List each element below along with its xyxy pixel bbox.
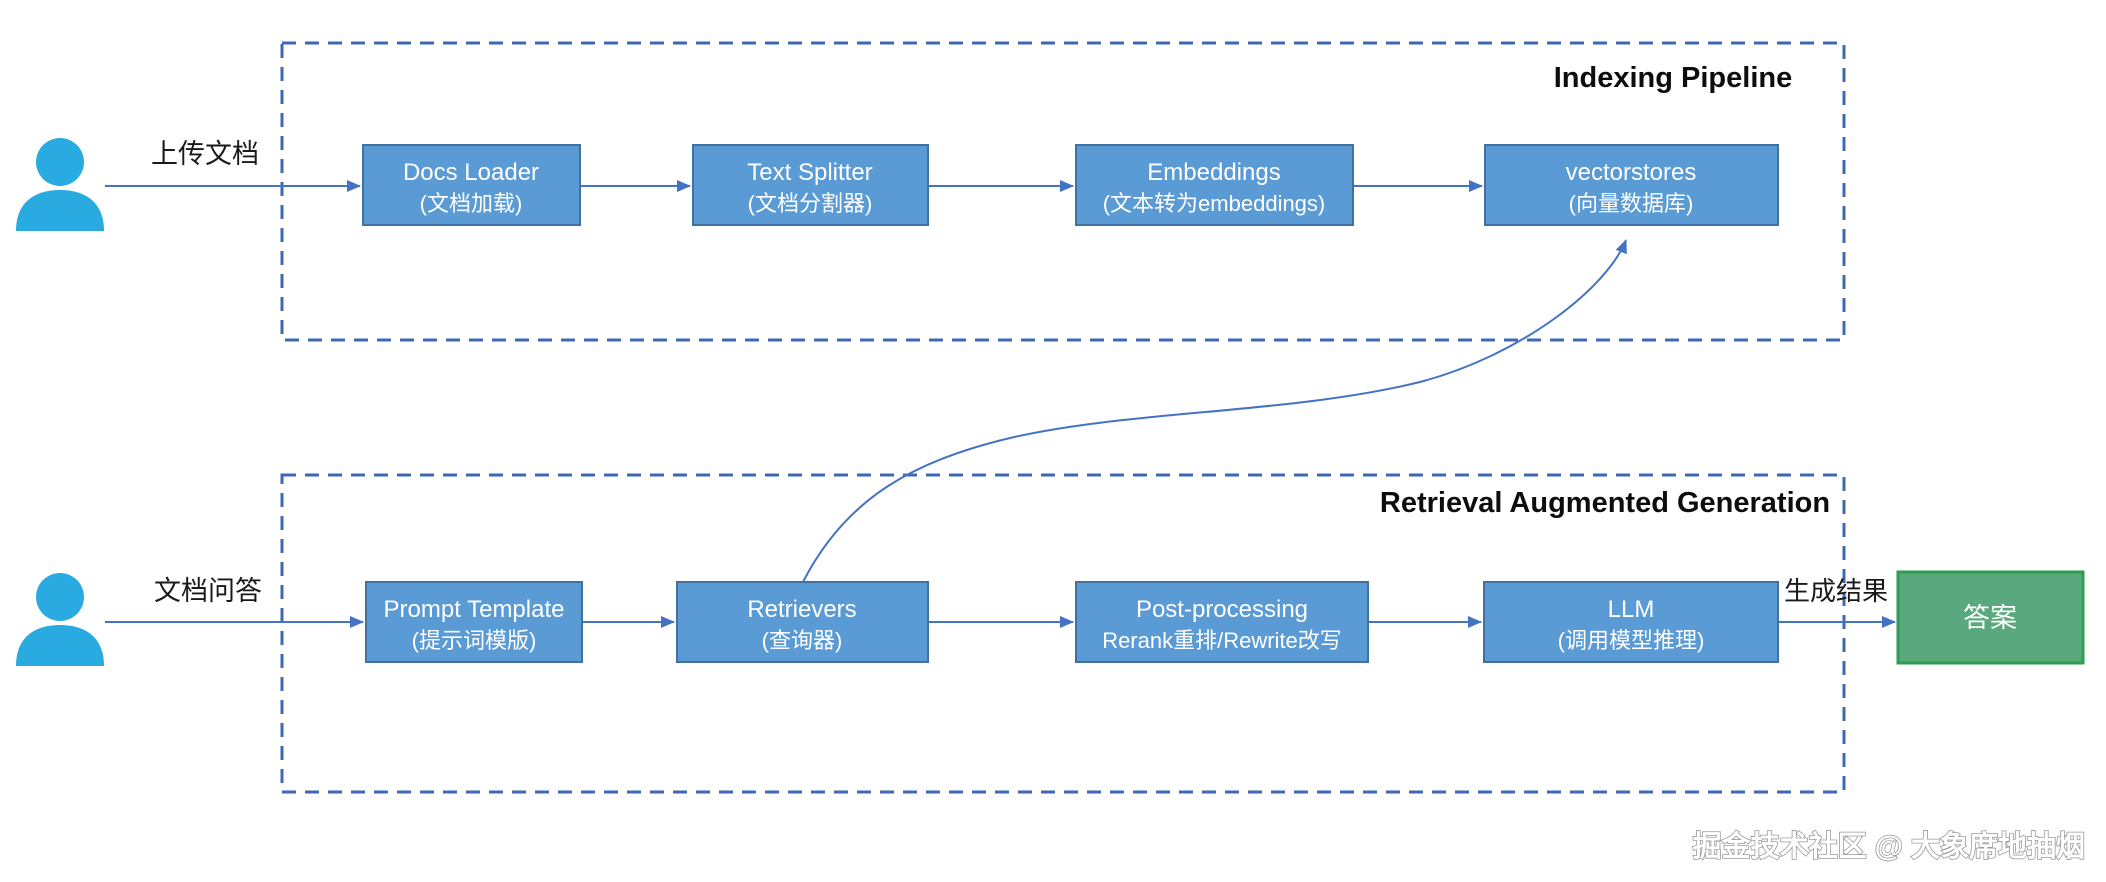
upload-docs-label: 上传文档 xyxy=(151,139,259,169)
answer-label: 答案 xyxy=(1963,603,2017,633)
svg-text:Post-processing: Post-processing xyxy=(1136,596,1308,623)
svg-text:(文档加载): (文档加载) xyxy=(420,191,523,216)
svg-text:(调用模型推理): (调用模型推理) xyxy=(1558,628,1705,653)
svg-text:Docs Loader: Docs Loader xyxy=(403,159,539,186)
text-splitter-box: Text Splitter (文档分割器) xyxy=(692,144,929,226)
post-processing-box: Post-processing Rerank重排/Rewrite改写 xyxy=(1075,581,1369,663)
svg-text:(查询器): (查询器) xyxy=(762,628,843,653)
watermark-text: 掘金技术社区 @ 大象席地抽烟 xyxy=(1693,829,2085,863)
user-upload-icon xyxy=(16,138,104,231)
svg-text:(向量数据库): (向量数据库) xyxy=(1569,191,1694,216)
rag-section-title: Retrieval Augmented Generation xyxy=(1380,487,1830,519)
answer-box: 答案 xyxy=(1896,570,2085,665)
vectorstores-box: vectorstores (向量数据库) xyxy=(1484,144,1779,226)
svg-text:Text Splitter: Text Splitter xyxy=(747,159,872,186)
svg-text:Prompt Template: Prompt Template xyxy=(384,596,565,623)
user-qa-icon xyxy=(16,573,104,666)
indexing-section-title: Indexing Pipeline xyxy=(1554,62,1793,94)
retrievers-box: Retrievers (查询器) xyxy=(676,581,929,663)
llm-box: LLM (调用模型推理) xyxy=(1483,581,1779,663)
docs-loader-box: Docs Loader (文档加载) xyxy=(362,144,581,226)
svg-text:Embeddings: Embeddings xyxy=(1147,159,1280,186)
svg-text:(提示词模版): (提示词模版) xyxy=(412,628,537,653)
generate-result-label: 生成结果 xyxy=(1784,576,1888,606)
indexing-section-border xyxy=(280,41,1846,342)
svg-text:vectorstores: vectorstores xyxy=(1566,159,1697,186)
svg-text:LLM: LLM xyxy=(1608,596,1655,623)
rag-section-border xyxy=(280,473,1846,794)
embeddings-box: Embeddings (文本转为embeddings) xyxy=(1075,144,1354,226)
curve-retrievers-to-vectorstores xyxy=(802,239,1627,583)
svg-text:Retrievers: Retrievers xyxy=(747,596,856,623)
svg-text:Rerank重排/Rewrite改写: Rerank重排/Rewrite改写 xyxy=(1102,628,1342,653)
prompt-template-box: Prompt Template (提示词模版) xyxy=(365,581,583,663)
svg-text:(文本转为embeddings): (文本转为embeddings) xyxy=(1103,191,1326,216)
svg-text:(文档分割器): (文档分割器) xyxy=(748,191,873,216)
doc-qa-label: 文档问答 xyxy=(154,576,262,606)
